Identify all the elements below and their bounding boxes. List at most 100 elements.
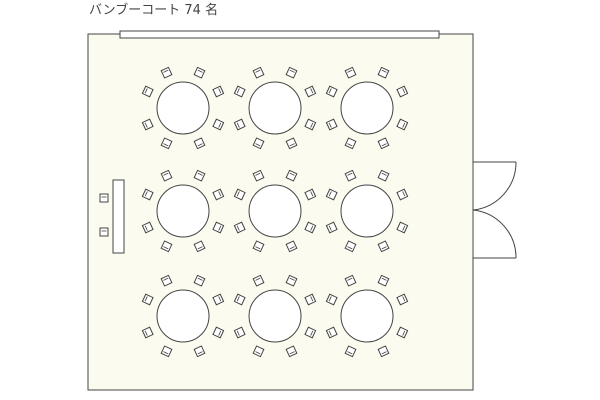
stage-platform (119, 30, 440, 39)
chair (304, 293, 317, 306)
chair (252, 240, 265, 253)
chair (160, 240, 173, 253)
chair (377, 274, 390, 287)
chair (304, 118, 317, 131)
chair (396, 293, 409, 306)
chair (396, 188, 409, 201)
chair (344, 66, 357, 79)
chair (212, 221, 225, 234)
chair (141, 85, 154, 98)
chair (252, 137, 265, 150)
table-top (340, 81, 394, 135)
chair (212, 118, 225, 131)
chair (233, 118, 246, 131)
table-top (248, 184, 302, 238)
door-leaf-lower (472, 209, 517, 259)
chair (285, 240, 298, 253)
chair (212, 85, 225, 98)
table-top (156, 289, 210, 343)
chair (193, 137, 206, 150)
chair (396, 118, 409, 131)
table-top (156, 184, 210, 238)
chair (285, 345, 298, 358)
round-table-8 (233, 274, 317, 358)
chair (325, 118, 338, 131)
chair (160, 345, 173, 358)
chair (141, 118, 154, 131)
chair (325, 188, 338, 201)
chair (377, 240, 390, 253)
chair (252, 274, 265, 287)
head-table-group (99, 179, 125, 254)
chair (377, 66, 390, 79)
chair (212, 326, 225, 339)
chair (344, 274, 357, 287)
chair (233, 85, 246, 98)
round-table-1 (141, 66, 225, 150)
round-table-4 (141, 169, 225, 253)
chair (344, 169, 357, 182)
chair (160, 274, 173, 287)
chair (396, 326, 409, 339)
chair (304, 221, 317, 234)
chair (193, 240, 206, 253)
chair (377, 137, 390, 150)
round-table-3 (325, 66, 409, 150)
table-top (248, 81, 302, 135)
round-table-5 (233, 169, 317, 253)
chair (325, 221, 338, 234)
table-top (340, 289, 394, 343)
chair (193, 169, 206, 182)
chair (285, 66, 298, 79)
chair (304, 85, 317, 98)
chair (252, 169, 265, 182)
head-table-chair (99, 193, 109, 203)
chair (396, 85, 409, 98)
chair (233, 188, 246, 201)
round-table-7 (141, 274, 225, 358)
chair (141, 293, 154, 306)
chair (344, 345, 357, 358)
chair (252, 345, 265, 358)
chair (304, 326, 317, 339)
chair (396, 221, 409, 234)
chair (193, 274, 206, 287)
chair (160, 137, 173, 150)
round-table-2 (233, 66, 317, 150)
double-door (472, 161, 517, 259)
chair (233, 221, 246, 234)
chair (160, 169, 173, 182)
chair (212, 188, 225, 201)
head-table-chair (99, 227, 109, 237)
table-top (156, 81, 210, 135)
chair (304, 188, 317, 201)
chair (377, 169, 390, 182)
chair (141, 188, 154, 201)
chair (233, 293, 246, 306)
chair (325, 85, 338, 98)
chair (212, 293, 225, 306)
chair (344, 240, 357, 253)
chair (233, 326, 246, 339)
round-table-9 (325, 274, 409, 358)
chair (285, 137, 298, 150)
chair (325, 326, 338, 339)
chair (193, 66, 206, 79)
chair (325, 293, 338, 306)
head-table (112, 179, 125, 254)
round-tables (141, 66, 409, 358)
chair (344, 137, 357, 150)
chair (141, 221, 154, 234)
chair (285, 274, 298, 287)
chair (141, 326, 154, 339)
table-top (248, 289, 302, 343)
chair (252, 66, 265, 79)
chair (160, 66, 173, 79)
chair (285, 169, 298, 182)
chair (193, 345, 206, 358)
round-table-6 (325, 169, 409, 253)
chair (377, 345, 390, 358)
room-caption: バンブーコート 74 名 (89, 3, 219, 18)
